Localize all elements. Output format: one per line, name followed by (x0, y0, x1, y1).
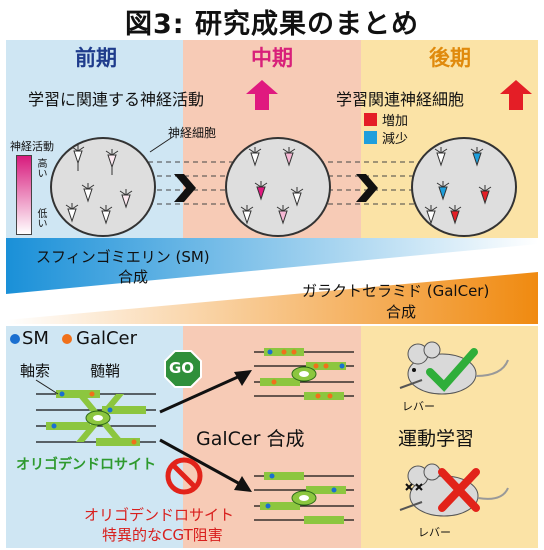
oligo-label: オリゴデンドロサイト (16, 457, 156, 473)
sm-sub-label: 合成 (118, 268, 149, 286)
cgt-line2: 特異的なCGT阻害 (102, 526, 223, 544)
myelin-mid-top-drawing (254, 348, 354, 400)
legend-decrease-swatch (364, 131, 377, 144)
late-text: 学習関連神経細胞 (336, 90, 465, 109)
lever-top-label: レバー (402, 400, 435, 413)
mouse-success-icon (399, 341, 509, 395)
legend-decrease-label: 減少 (382, 132, 409, 147)
synthesis-band: スフィンゴミエリン (SM) 合成 ガラクトセラミド (GalCer) 合成 (6, 238, 538, 324)
neurons-early (65, 145, 133, 225)
neuron-field-mid (225, 137, 331, 237)
arrow-down-right-icon (159, 438, 252, 492)
neuron-pointer-line (149, 135, 175, 153)
mouse-fail-icon (399, 463, 509, 517)
bottom-panel: SM GalCer 軸索 髄鞘 オリゴデンドロサイト GO (6, 326, 538, 548)
progress-arrow-1-icon (174, 174, 196, 202)
galcer-legend-label: GalCer (76, 328, 138, 349)
right-label: 運動学習 (398, 428, 475, 450)
galcer-dot (62, 334, 72, 344)
up-arrow-red-icon (500, 80, 532, 110)
scale-low-label: 低い (35, 208, 46, 228)
galcer-sub-label: 合成 (386, 303, 417, 321)
up-arrow-magenta-icon (246, 80, 278, 110)
scale-high-label: 高い (35, 158, 46, 178)
myelin-left-drawing (36, 390, 156, 446)
go-sign-icon (164, 350, 202, 388)
go-label: GO (169, 359, 195, 377)
sm-gradient-wedge (6, 238, 538, 324)
neurons-late (424, 147, 492, 225)
sm-label: スフィンゴミエリン (SM) (36, 248, 210, 266)
phase-mid-label: 中期 (251, 46, 293, 70)
phase-late-label: 後期 (429, 46, 471, 70)
center-label: GalCer 合成 (196, 428, 305, 450)
neurons-mid (240, 147, 304, 225)
scale-title: 神経活動 (10, 140, 54, 153)
phase-early-label: 前期 (75, 46, 117, 70)
axon-pointer (35, 379, 59, 395)
myelin-mid-bottom-drawing (254, 472, 354, 524)
neuron-field-late (411, 137, 517, 237)
cgt-line1: オリゴデンドロサイト (84, 506, 235, 524)
axon-label: 軸索 (20, 362, 51, 380)
arrow-up-right-icon (159, 370, 252, 414)
sm-legend-label: SM (22, 328, 49, 349)
legend-increase-swatch (364, 113, 377, 126)
lever-bottom-label: レバー (418, 526, 451, 539)
activity-scale-bar (16, 155, 32, 235)
galcer-label: ガラクトセラミド (GalCer) (302, 282, 490, 300)
myelin-label: 髄鞘 (90, 362, 121, 380)
figure-title: 図3: 研究成果のまとめ (125, 9, 419, 40)
top-panel: 前期 中期 後期 学習に関連する神経活動 学習関連神経細胞 増加 減少 神経活動… (6, 40, 538, 238)
legend-increase-label: 増加 (382, 114, 409, 129)
bottom-early-bg (6, 326, 183, 548)
sm-dot (10, 334, 20, 344)
stop-sign-icon (165, 457, 203, 495)
progress-arrow-2-icon (356, 174, 378, 202)
neuron-field-early (50, 137, 156, 237)
early-text: 学習に関連する神経活動 (28, 90, 205, 109)
neuron-label: 神経細胞 (168, 126, 217, 140)
